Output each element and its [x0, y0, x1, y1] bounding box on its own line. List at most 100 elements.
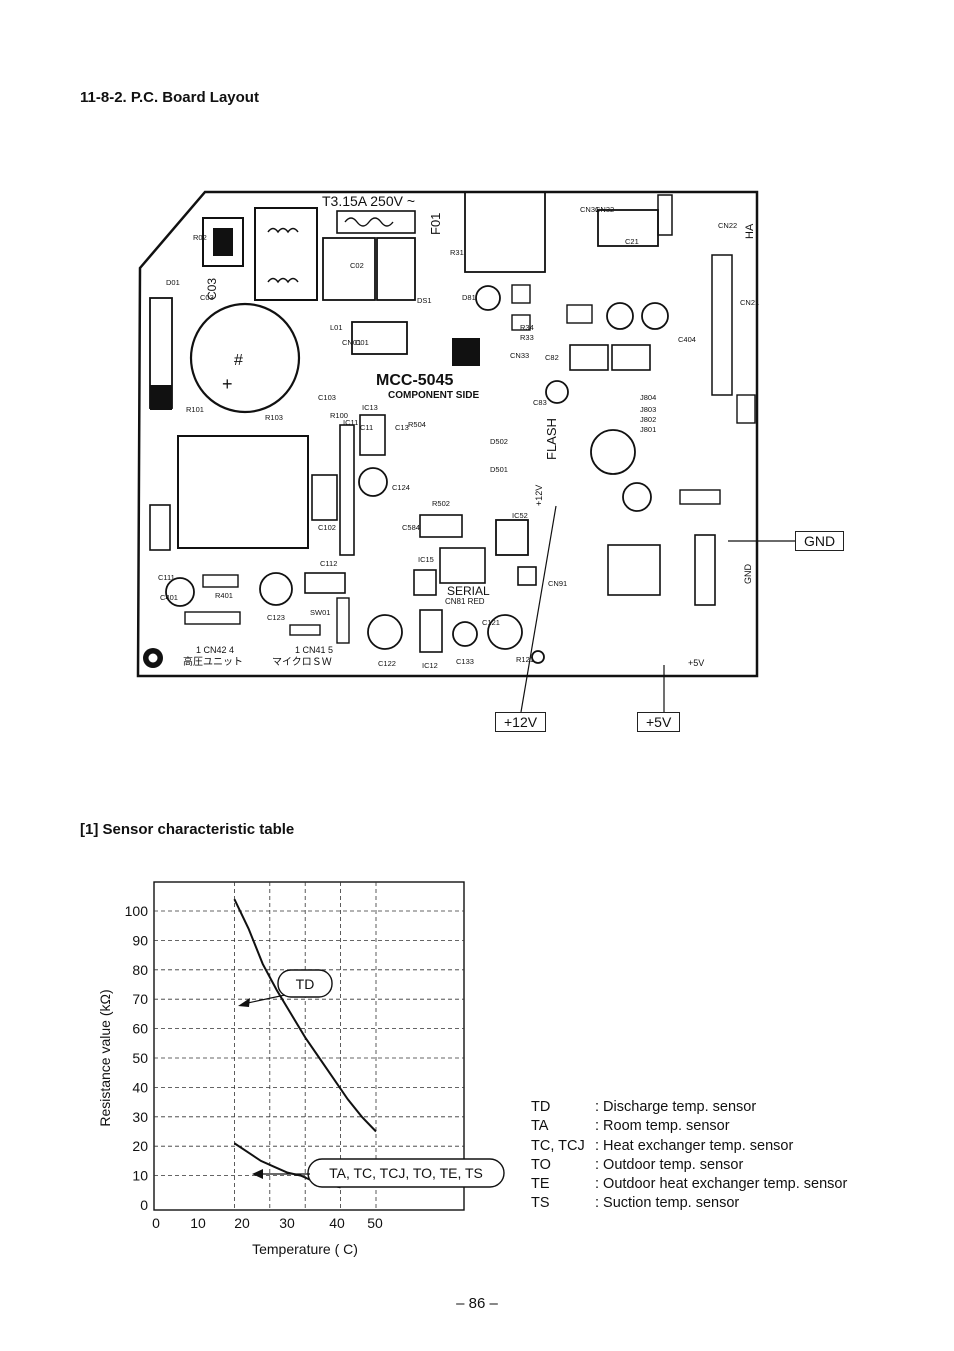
component-label: C112: [320, 559, 337, 568]
onboard-ha: HA: [744, 223, 756, 239]
microsw-label: マイクロＳＷ: [272, 656, 332, 668]
12v-callout: +12V: [495, 712, 547, 732]
component-label: CN32: [595, 205, 614, 214]
legend-row-te: TE: Outdoor heat exchanger temp. sensor: [531, 1176, 848, 1193]
y-tick-label: 0: [140, 1197, 148, 1213]
component-label: R504: [408, 420, 426, 429]
component-label: IC15: [418, 555, 434, 564]
component-label: C11: [360, 423, 373, 432]
td-callout-box: [277, 969, 333, 998]
component-label: R101: [186, 405, 204, 414]
component-label: C122: [378, 659, 396, 668]
component-label: R33: [520, 333, 534, 342]
fuse-ref: F01: [428, 213, 443, 235]
x-tick-label: 20: [234, 1215, 250, 1231]
component-label: CN91: [548, 579, 567, 588]
y-tick-label: 100: [125, 903, 149, 919]
y-tick-label: 90: [132, 932, 148, 948]
svg-text:+: +: [222, 374, 233, 394]
component-label: C102: [318, 523, 336, 532]
sensor-table-title: [1] Sensor characteristic table: [80, 821, 295, 838]
component-label: C02: [350, 261, 364, 270]
component-label: R100: [330, 411, 348, 420]
component-label: C584: [402, 523, 420, 532]
component-label: J802: [640, 415, 656, 424]
capacitor-c03: [189, 302, 301, 414]
component-label: C01: [355, 338, 369, 347]
svg-text:C03: C03: [205, 278, 219, 300]
component-label: CN22: [718, 221, 737, 230]
x-tick-label: 10: [190, 1215, 206, 1231]
sensor-legend: TD: Discharge temp. sensor TA: Room temp…: [531, 1098, 847, 1214]
component-label: R31: [450, 248, 464, 257]
component-label: R502: [432, 499, 450, 508]
component-label: J801: [640, 425, 656, 434]
fuse-label: T3.15A 250V ~: [322, 193, 415, 209]
component-label: D01: [166, 278, 180, 287]
svg-text:#: #: [234, 352, 243, 369]
chart-ylabel: Resistance value (kΩ): [97, 989, 113, 1126]
onboard-12v: +12V: [534, 485, 544, 506]
gnd-callout: GND: [795, 531, 845, 551]
onboard-gnd: GND: [743, 564, 753, 585]
component-label: SW01: [310, 608, 330, 617]
component-label: J804: [640, 393, 656, 402]
5v-callout: +5V: [637, 712, 681, 732]
component-label: IC12: [422, 661, 438, 670]
component-label: D502: [490, 437, 508, 446]
chart-xlabel: Temperature ( C): [252, 1241, 358, 1257]
hv-unit-label: 高圧ユニット: [183, 655, 243, 668]
legend-row-to: TO: Outdoor temp. sensor: [531, 1156, 744, 1173]
x-tick-label: 40: [329, 1215, 345, 1231]
y-tick-label: 80: [132, 962, 148, 978]
component-label: CN33: [510, 351, 529, 360]
legend-row-tc: TC, TCJ: Heat exchanger temp. sensor: [531, 1137, 794, 1154]
y-tick-label: 50: [132, 1050, 148, 1066]
component-label: R34: [520, 323, 534, 332]
component-label: D501: [490, 465, 508, 474]
component-label: R02: [193, 233, 207, 242]
y-tick-label: 40: [132, 1079, 148, 1095]
component-label: C404: [678, 335, 696, 344]
plot-frame: [153, 881, 465, 1211]
y-tick-label: 70: [132, 991, 148, 1007]
model-label: MCC-5045: [376, 372, 453, 389]
x-tick-label: 30: [279, 1215, 295, 1231]
others-callout-box: [307, 1158, 505, 1188]
component-label: C123: [267, 613, 285, 622]
component-label: C121: [482, 618, 500, 627]
onboard-5v: +5V: [688, 658, 704, 668]
component-label: C83: [533, 398, 547, 407]
y-tick-label: 10: [132, 1168, 148, 1184]
others-callout-label: TA, TC, TCJ, TO, TE, TS: [329, 1165, 483, 1181]
pcb-layout-drawing: T3.15A 250V ~ F01 C03 + # MCC-5045 COMPO…: [136, 190, 795, 713]
cn42-label: 1 CN42 4: [196, 645, 234, 655]
page-number: – 86 –: [456, 1295, 498, 1312]
legend-row-ts: TS: Suction temp. sensor: [531, 1195, 740, 1212]
component-label: J803: [640, 405, 656, 414]
component-label: R121: [516, 655, 534, 664]
section-title: 11-8-2. P.C. Board Layout: [80, 89, 259, 106]
component-label: L01: [330, 323, 343, 332]
component-label: IC13: [362, 403, 378, 412]
component-label: C103: [318, 393, 336, 402]
legend-row-td: TD: Discharge temp. sensor: [531, 1099, 757, 1115]
serial-conn-label: CN81 RED: [445, 597, 485, 606]
legend-row-ta: TA: Room temp. sensor: [531, 1118, 730, 1135]
component-label: D81: [462, 293, 476, 302]
component-label: C401: [160, 593, 178, 602]
serial-label: SERIAL: [447, 584, 490, 598]
component-label: C111: [158, 573, 175, 582]
component-label: DS1: [417, 296, 432, 305]
y-tick-label: 20: [132, 1138, 148, 1154]
component-label: CN21: [740, 298, 759, 307]
x-tick-label: 0: [152, 1215, 160, 1231]
component-label: C133: [456, 657, 474, 666]
component-label: CN01: [342, 338, 361, 347]
component-label: R103: [265, 413, 283, 422]
flash-label: FLASH: [544, 418, 559, 460]
component-label: CN31: [580, 205, 599, 214]
x-tick-label: 50: [367, 1215, 383, 1231]
td-curve: [233, 898, 377, 1133]
